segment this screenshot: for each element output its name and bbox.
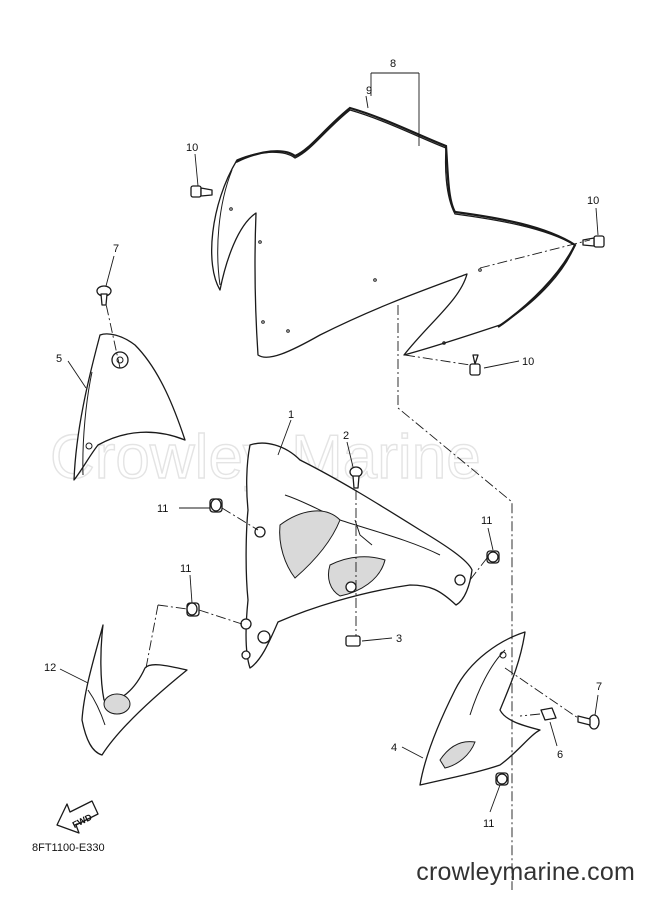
callout-9: 9 [366, 85, 372, 97]
fwd-arrow: FWD [56, 800, 99, 834]
callout-2: 2 [343, 430, 349, 442]
windshield-molding[interactable] [235, 106, 577, 328]
grommet-11-bottom[interactable] [495, 772, 509, 786]
diagram-code: 8FT1100-E330 [32, 842, 105, 854]
lower-panel-12[interactable] [81, 624, 188, 756]
windshield[interactable] [211, 109, 576, 358]
site-footer[interactable]: crowleymarine.com [416, 858, 635, 886]
front-cowl-1[interactable] [240, 442, 473, 669]
side-panel-4[interactable] [419, 631, 541, 786]
leader-lines [59, 72, 599, 813]
callout-11-upper: 11 [157, 503, 168, 515]
callout-11-mid: 11 [180, 563, 191, 575]
callout-7-left: 7 [113, 243, 119, 255]
callout-11-right: 11 [481, 515, 492, 527]
callout-7-right: 7 [596, 681, 602, 693]
screw-2[interactable] [349, 466, 363, 489]
bolt-10-right[interactable] [582, 235, 605, 248]
callout-8: 8 [390, 58, 396, 70]
callout-10-left: 10 [186, 142, 198, 154]
callout-1: 1 [288, 409, 294, 421]
callout-4: 4 [391, 742, 397, 754]
callout-3: 3 [396, 633, 402, 645]
screw-7-left[interactable] [96, 285, 112, 306]
callout-12: 12 [44, 662, 56, 674]
callout-6: 6 [557, 749, 563, 761]
grommet-11-upper[interactable] [209, 498, 223, 513]
side-panel-5[interactable] [73, 333, 186, 481]
callout-10-lower: 10 [522, 356, 534, 368]
grommet-11-right[interactable] [486, 550, 500, 564]
clip-6[interactable] [540, 707, 557, 721]
bolt-10-left[interactable] [190, 185, 213, 198]
callout-10-right: 10 [587, 195, 599, 207]
grommet-11-mid-left[interactable] [186, 602, 200, 617]
screw-7-right[interactable] [577, 714, 600, 730]
nut-3[interactable] [345, 635, 361, 647]
callout-11-bottom: 11 [483, 818, 494, 830]
callout-5: 5 [56, 353, 62, 365]
assembly-lines [105, 239, 591, 890]
bolt-10-lower[interactable] [469, 354, 481, 376]
